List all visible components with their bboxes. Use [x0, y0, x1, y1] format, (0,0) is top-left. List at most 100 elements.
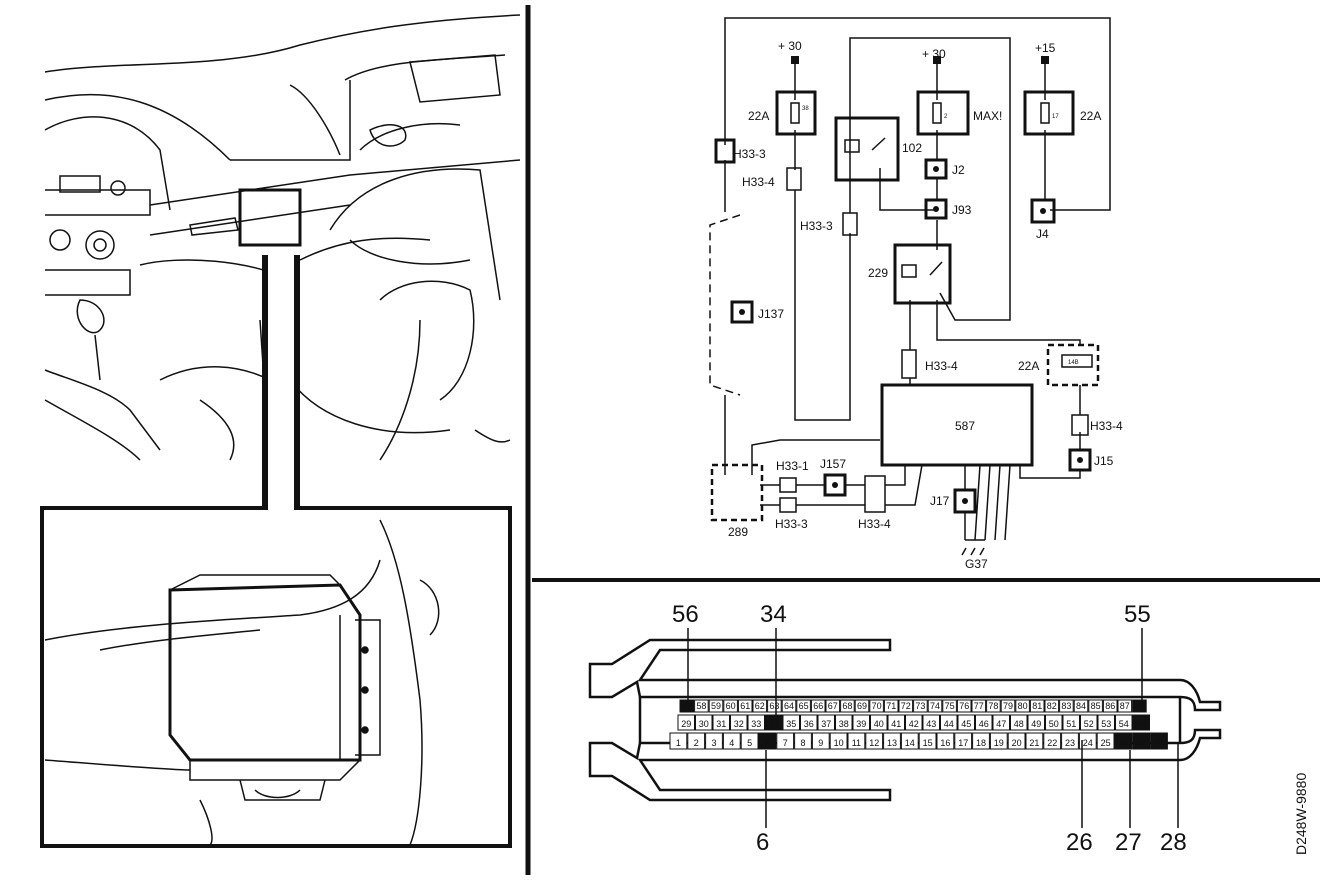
- bottom-row-pin-label: 15: [923, 738, 933, 748]
- top-row-pin-cell: [737, 699, 753, 713]
- bottom-row-pin-cell: [1114, 732, 1133, 750]
- ground-g37: G37: [965, 557, 988, 571]
- connector-h33-4-d: H33-4: [1090, 419, 1123, 433]
- mid-row-pin-label: 54: [1119, 719, 1129, 729]
- top-row-pin-cell: [898, 699, 914, 713]
- callout-pin-26: 26: [1066, 829, 1093, 856]
- supply-30-mid: + 30: [922, 47, 946, 61]
- top-row-pin-cell: [1088, 699, 1103, 713]
- top-row-pin-cell: [1132, 699, 1147, 713]
- top-row-pin-cell: [971, 699, 987, 713]
- top-row-pin-label: 80: [1018, 701, 1028, 711]
- top-row-pin-label: 78: [988, 701, 998, 711]
- bottom-row-pin-cell: [918, 732, 937, 750]
- junction-j2: J2: [952, 163, 965, 177]
- mid-row-pin-label: 30: [699, 719, 709, 729]
- mid-row-pin-cell: [1027, 714, 1045, 731]
- callout-pin-56: 56: [672, 601, 699, 628]
- fuse-14b-rating: 22A: [1018, 359, 1039, 373]
- bottom-row-pin-cell: [794, 732, 812, 750]
- ecu-587-box: [880, 383, 1034, 467]
- bottom-row-pin-cell: [900, 732, 919, 750]
- mid-row-pin-label: 47: [996, 719, 1006, 729]
- bottom-row-pin-label: 27: [1136, 738, 1146, 748]
- mid-row-pin-cell: [835, 714, 853, 731]
- top-row-pin-label: 74: [930, 701, 940, 711]
- top-row-pin-label: 65: [799, 701, 809, 711]
- bottom-row-pin-cell: [705, 732, 723, 750]
- bottom-row-pin-label: 28: [1154, 738, 1164, 748]
- connector-h33-4-b: H33-4: [925, 359, 958, 373]
- mid-row-pin-cell: [1045, 714, 1063, 731]
- mid-row-pin-label: 50: [1049, 719, 1059, 729]
- top-row-pin-label: 76: [959, 701, 969, 711]
- top-row-pin-label: 77: [974, 701, 984, 711]
- bottom-row-pin-label: 23: [1065, 738, 1075, 748]
- mid-row-pin-label: 43: [926, 719, 936, 729]
- bottom-row-pin-cell: [811, 732, 830, 750]
- mid-row-pin-label: 29: [681, 719, 691, 729]
- mid-row-pin-cell: [852, 714, 870, 731]
- bottom-row-pin-label: 22: [1047, 738, 1057, 748]
- mid-row-pin-label: 37: [821, 719, 831, 729]
- top-row-pin-cell: [1102, 699, 1118, 713]
- top-row-pin-label: 58: [696, 701, 706, 711]
- top-row-pin-label: 66: [813, 701, 823, 711]
- top-row-pin-cell: [986, 699, 1001, 713]
- top-row-pin-cell: [854, 699, 870, 713]
- top-row-pin-label: 69: [857, 701, 867, 711]
- top-row-pin-cell: [1059, 699, 1074, 713]
- mid-row-pin-cell: [957, 714, 975, 731]
- mid-row-pin-label: 36: [804, 719, 814, 729]
- mid-row-pin-label: 51: [1066, 719, 1076, 729]
- bottom-row-pin-label: 17: [958, 738, 968, 748]
- bottom-row-pin-cell: [740, 732, 759, 750]
- mid-row-pin-cell: [1062, 714, 1080, 731]
- supply-30-left: + 30: [778, 39, 802, 53]
- top-row-pin-label: 86: [1105, 701, 1115, 711]
- mid-row-pin-cell: [975, 714, 993, 731]
- fuse-38-box: [775, 90, 817, 136]
- bottom-row-pin-cell: [669, 732, 688, 750]
- bottom-row-pin-cell: [1043, 732, 1062, 750]
- connector-h33-4-c: H33-4: [858, 517, 891, 531]
- bottom-row-pin-label: 6: [765, 738, 770, 748]
- mid-row-pin-label: 34: [769, 719, 779, 729]
- top-row-pin-label: 83: [1061, 701, 1071, 711]
- mid-row-pin-cell: [940, 714, 958, 731]
- bottom-row-pin-label: 7: [783, 738, 788, 748]
- bottom-row-pin-cell: [1096, 732, 1115, 750]
- top-row-pin-label: 57: [682, 701, 692, 711]
- mid-row-pin-label: 31: [716, 719, 726, 729]
- mid-row-pin-label: 49: [1031, 719, 1041, 729]
- bottom-row-pin-label: 5: [747, 738, 752, 748]
- mid-row-pin-cell: [1097, 714, 1115, 731]
- top-row-pin-label: 82: [1047, 701, 1057, 711]
- top-row-pin-cell: [810, 699, 826, 713]
- junction-j137: J137: [758, 307, 784, 321]
- mid-row-pin-label: 45: [961, 719, 971, 729]
- bottom-row-pin-label: 19: [994, 738, 1004, 748]
- top-row-pin-cell: [840, 699, 855, 713]
- top-row-pin-cell: [913, 699, 928, 713]
- top-row-pin-label: 79: [1003, 701, 1013, 711]
- mid-row-pin-cell: [782, 714, 800, 731]
- bottom-row-pin-cell: [954, 732, 973, 750]
- top-row-pin-cell: [883, 699, 899, 713]
- bottom-row-pin-label: 3: [711, 738, 716, 748]
- top-row-pin-label: 59: [711, 701, 721, 711]
- junction-j17: J17: [930, 494, 950, 508]
- bottom-row-pin-cell: [972, 732, 990, 750]
- top-row-pin-label: 63: [769, 701, 779, 711]
- mid-row-pin-label: 41: [891, 719, 901, 729]
- junction-j157: J157: [820, 457, 846, 471]
- top-row-pin-cell: [1029, 699, 1045, 713]
- bottom-row-pin-label: 4: [729, 738, 734, 748]
- top-row-pin-cell: [1117, 699, 1133, 713]
- mid-row-pin-cell: [712, 714, 730, 731]
- relay-229-label: 229: [868, 266, 888, 280]
- bottom-row-pin-label: 18: [976, 738, 986, 748]
- mid-row-pin-label: 53: [1101, 719, 1111, 729]
- top-row-pin-label: 87: [1120, 701, 1130, 711]
- mid-row-pin-label: 33: [751, 719, 761, 729]
